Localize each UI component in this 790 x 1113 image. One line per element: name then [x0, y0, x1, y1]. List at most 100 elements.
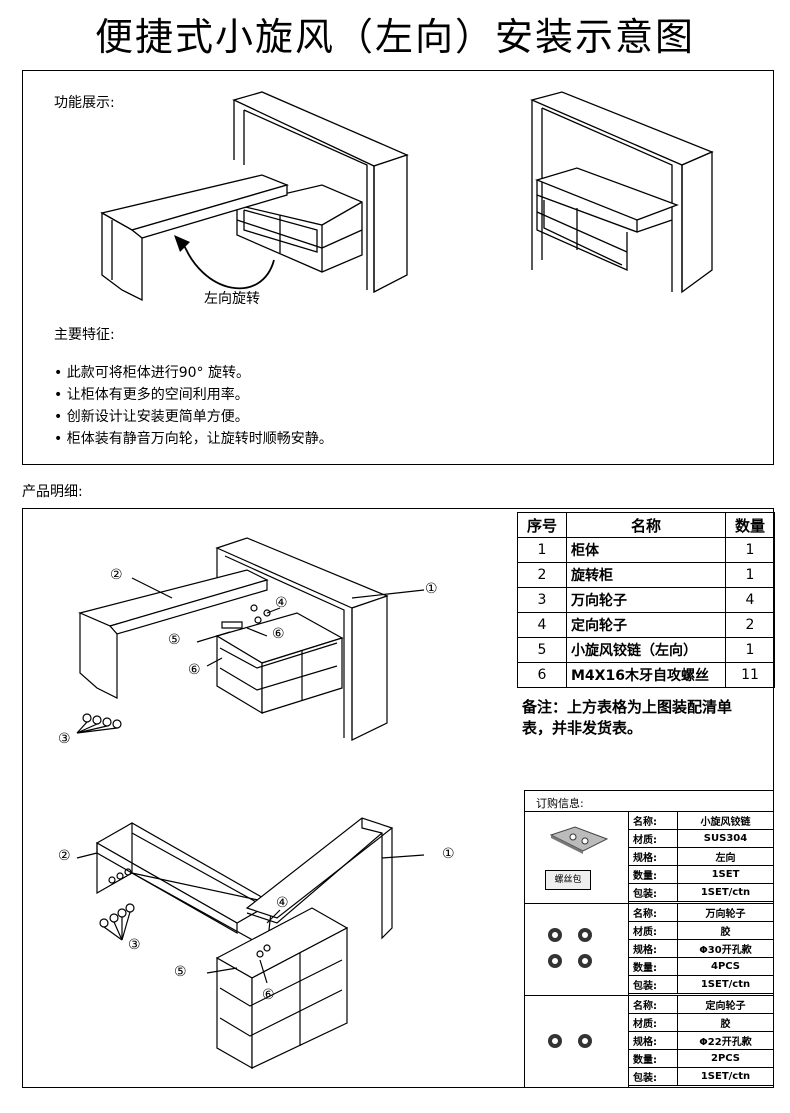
table-row: 4 定向轮子 2	[517, 612, 775, 638]
table-note: 备注：上方表格为上图装配清单 表，并非发货表。	[522, 697, 772, 739]
note-line: 表，并非发货表。	[522, 719, 643, 737]
spec-value: 定向轮子	[677, 995, 774, 1014]
col-header: 数量	[725, 512, 775, 538]
function-panel	[22, 70, 774, 465]
spec-key: 数量:	[628, 1049, 678, 1068]
spec-value: 小旋风铰链	[677, 811, 774, 830]
spec-value: 4PCS	[677, 957, 774, 976]
exploded-assembly-drawing	[22, 508, 517, 1088]
cabinet-illustration-left	[102, 92, 407, 300]
product-detail-label: 产品明细:	[22, 484, 83, 500]
table-row: 3 万向轮子 4	[517, 587, 775, 613]
col-header: 名称	[566, 512, 726, 538]
feature-item: • 让柜体有更多的空间利用率。	[54, 387, 249, 403]
callout-2: ②	[58, 848, 71, 864]
table-row: 2 旋转柜 1	[517, 562, 775, 588]
parts-table: 序号 名称 数量 1 柜体 1 2 旋转柜 1 3 万向轮子 4 4 定向轮子 …	[517, 512, 775, 688]
cell: 5	[517, 637, 567, 663]
cell: 1	[517, 537, 567, 563]
callout-6: ⑥	[262, 987, 275, 1003]
cell: 2	[517, 562, 567, 588]
callout-1: ①	[442, 846, 455, 862]
spec-key: 规格:	[628, 847, 678, 866]
function-label: 功能展示:	[54, 95, 115, 111]
cell: 3	[517, 587, 567, 613]
rotation-illustration	[22, 70, 774, 320]
table-header-row: 序号 名称 数量	[517, 512, 775, 538]
spec-key: 名称:	[628, 995, 678, 1014]
table-row: 6 M4X16木牙自攻螺丝 11	[517, 662, 775, 688]
cell: 1	[725, 562, 775, 588]
spec-key: 规格:	[628, 939, 678, 958]
callout-6: ⑥	[272, 626, 285, 642]
spec-value: 胶	[677, 921, 774, 940]
spec-value: 1SET/ctn	[677, 1067, 774, 1086]
spec-value: 1SET/ctn	[677, 975, 774, 994]
hinge-icon	[545, 825, 611, 854]
spec-value: 1SET	[677, 865, 774, 884]
assembly-view-bottom	[77, 818, 424, 1068]
spec-key: 包装:	[628, 883, 678, 902]
cell: 2	[725, 612, 775, 638]
spec-key: 数量:	[628, 865, 678, 884]
spec-key: 名称:	[628, 811, 678, 830]
spec-table-hinge: 名称:小旋风铰链 材质:SUS304 规格:左向 数量:1SET 包装:1SET…	[628, 811, 774, 902]
spec-value: 胶	[677, 1013, 774, 1032]
feature-item: • 创新设计让安装更简单方便。	[54, 409, 249, 425]
spec-key: 名称:	[628, 903, 678, 922]
feature-item: • 此款可将柜体进行90° 旋转。	[54, 365, 250, 381]
spec-key: 材质:	[628, 1013, 678, 1032]
spec-key: 数量:	[628, 957, 678, 976]
screw-bag-label: 螺丝包	[554, 875, 582, 885]
cell: 11	[725, 662, 775, 688]
cell: 小旋风铰链（左向）	[566, 637, 726, 663]
callout-3: ③	[128, 937, 141, 953]
rotate-arrowhead-icon	[174, 235, 190, 252]
spec-key: 包装:	[628, 975, 678, 994]
callout-2: ②	[110, 567, 123, 583]
spec-table-fixed-caster: 名称:定向轮子 材质:胶 规格:Φ22开孔款 数量:2PCS 包装:1SET/c…	[628, 995, 774, 1086]
spec-value: 2PCS	[677, 1049, 774, 1068]
cell: 万向轮子	[566, 587, 726, 613]
cell: 1	[725, 637, 775, 663]
spec-value: Φ30开孔款	[677, 939, 774, 958]
callout-5: ⑤	[168, 632, 181, 648]
spec-value: 1SET/ctn	[677, 883, 774, 902]
cell: 定向轮子	[566, 612, 726, 638]
feature-item: • 柜体装有静音万向轮，让旋转时顺畅安静。	[54, 431, 333, 447]
callout-6: ⑥	[188, 662, 201, 678]
caster-wheels-icon	[77, 714, 121, 733]
assembly-view-top	[77, 538, 424, 740]
page-title: 便捷式小旋风（左向）安装示意图	[94, 15, 695, 59]
callout-1: ①	[425, 581, 438, 597]
spec-key: 材质:	[628, 829, 678, 848]
order-info-label: 订购信息:	[536, 797, 584, 810]
spec-value: 万向轮子	[677, 903, 774, 922]
spec-key: 包装:	[628, 1067, 678, 1086]
cell: 4	[725, 587, 775, 613]
rotate-arrow-icon	[182, 240, 274, 288]
cell: 4	[517, 612, 567, 638]
col-header: 序号	[517, 512, 567, 538]
callout-4: ④	[275, 595, 288, 611]
screw-bag-icon: 螺丝包	[545, 870, 591, 890]
spec-key: 材质:	[628, 921, 678, 940]
cell: 旋转柜	[566, 562, 726, 588]
swivel-caster-icon	[548, 928, 592, 968]
spec-value: Φ22开孔款	[677, 1031, 774, 1050]
callout-4: ④	[276, 895, 289, 911]
spec-value: SUS304	[677, 829, 774, 848]
spec-key: 规格:	[628, 1031, 678, 1050]
cell: 6	[517, 662, 567, 688]
note-line: 备注：上方表格为上图装配清单	[522, 698, 733, 716]
caster-wheels-bottom-icon	[100, 904, 134, 940]
rotate-caption: 左向旋转	[204, 291, 260, 307]
cell: M4X16木牙自攻螺丝	[566, 662, 726, 688]
cabinet-illustration-right	[532, 92, 712, 292]
callout-5: ⑤	[174, 964, 187, 980]
cell: 柜体	[566, 537, 726, 563]
table-row: 5 小旋风铰链（左向） 1	[517, 637, 775, 663]
features-label: 主要特征:	[54, 327, 115, 343]
callout-3: ③	[58, 731, 71, 747]
table-row: 1 柜体 1	[517, 537, 775, 563]
